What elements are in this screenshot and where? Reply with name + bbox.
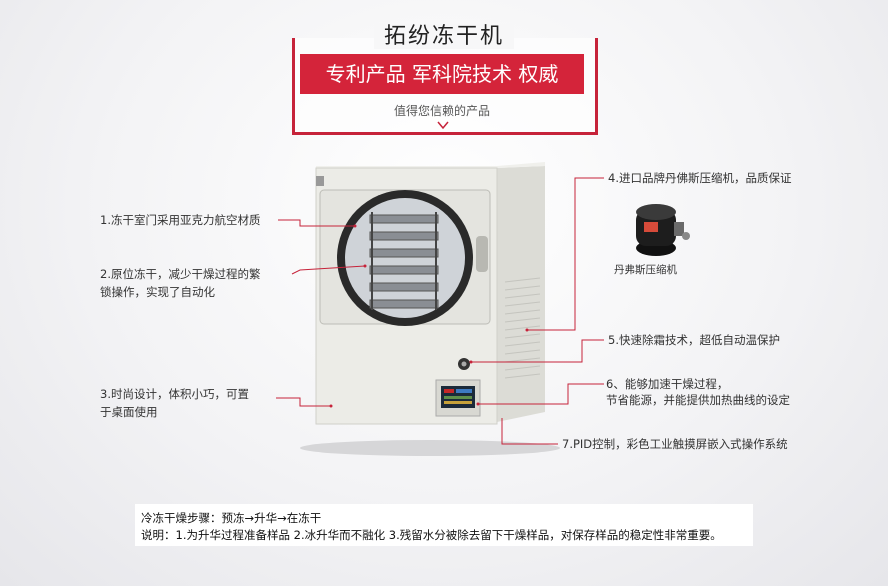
callout-3-line2: 于桌面使用 — [100, 405, 158, 419]
compressor-label: 丹弗斯压缩机 — [614, 264, 677, 276]
compressor-icon — [636, 204, 690, 256]
callout-4: 4.进口品牌丹佛斯压缩机，品质保证 — [608, 171, 792, 185]
chevron-down-icon — [437, 121, 449, 130]
callout-7: 7.PID控制，彩色工业触摸屏嵌入式操作系统 — [562, 437, 788, 451]
callout-6-line1: 6、能够加速干燥过程， — [606, 377, 729, 391]
header-subtitle: 值得您信赖的产品 — [393, 104, 490, 118]
header-banner: 专利产品 军科院技术 权威 — [300, 54, 584, 94]
callout-3-line1: 3.时尚设计，体积小巧，可置 — [100, 387, 249, 401]
callout-6-line2: 节省能源，并能提供加热曲线的设定 — [606, 393, 790, 407]
process-steps: 冷冻干燥步骤：预冻→升华→在冻干 — [141, 511, 322, 525]
process-explanation: 说明：1.为升华过程准备样品 2.冰升华而不融化 3.残留水分被除去留下干燥样品… — [141, 528, 722, 542]
callout-2-line2: 锁操作，实现了自动化 — [100, 285, 215, 299]
callout-2-line1: 2.原位冻干，减少干燥过程的繁 — [100, 267, 261, 281]
page-title: 拓纷冻干机 — [0, 18, 888, 50]
callout-1: 1.冻干室门采用亚克力航空材质 — [100, 213, 261, 227]
callout-5: 5.快速除霜技术，超低自动温保护 — [608, 333, 780, 347]
process-description: 冷冻干燥步骤：预冻→升华→在冻干 说明：1.为升华过程准备样品 2.冰升华而不融… — [135, 504, 753, 546]
